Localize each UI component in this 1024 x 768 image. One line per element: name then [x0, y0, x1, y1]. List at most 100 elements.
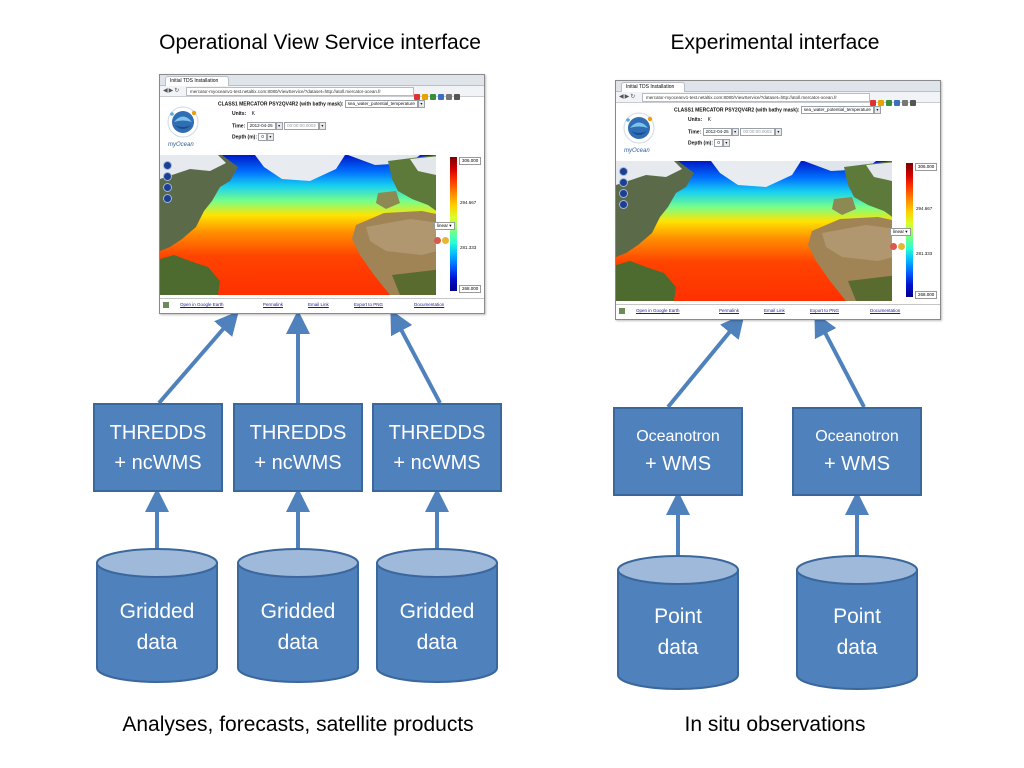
cylinder-gridded-2 [237, 548, 359, 683]
sea-temperature-map[interactable] [616, 161, 940, 301]
arrow-oceanotron1-to-exp [666, 313, 745, 409]
browser-nav-buttons[interactable]: ◀▶↻ [619, 94, 637, 100]
link-permalink[interactable]: Permalink [719, 308, 740, 313]
depth-select[interactable]: 0 [258, 133, 267, 141]
browser-tab-bar: Initial TDS Installation [160, 75, 484, 86]
gridded-data-label-1: Gridded data [97, 596, 217, 658]
map-tool-icons[interactable] [890, 237, 906, 255]
greenland-ice [711, 161, 801, 187]
map-zoom-controls[interactable] [619, 167, 628, 211]
link-export-png[interactable]: Export to PNG [810, 308, 840, 313]
date-dropdown-icon[interactable]: ▾ [275, 122, 283, 130]
url-field[interactable]: mercator-myoceanv1-test.netaltix.com:808… [642, 93, 870, 102]
arrow-thredds1-to-ovs [157, 310, 239, 405]
cylinder-point-1 [617, 555, 739, 690]
gridded-data-label-2: Gridded data [238, 596, 358, 658]
colorbar-mid-value: 294.667 [460, 200, 477, 205]
units-value: K [707, 117, 711, 123]
date-dropdown-icon[interactable]: ▾ [731, 128, 739, 136]
map-zoom-controls[interactable] [163, 161, 172, 205]
screenshot-experimental-interface: Initial TDS Installation ◀▶↻ mercator-my… [615, 80, 941, 320]
units-value: K [251, 111, 255, 117]
link-permalink[interactable]: Permalink [263, 302, 284, 307]
scale-select[interactable]: linear ▾ [434, 222, 455, 230]
north-america-snow [160, 155, 226, 179]
myocean-logo-text: myOcean [168, 142, 194, 148]
browser-nav-buttons[interactable]: ◀▶↻ [163, 88, 181, 94]
units-label: Units: [688, 117, 703, 123]
north-america-landmass [616, 161, 694, 257]
variable-select[interactable]: sea_water_potential_temperature [344, 100, 418, 108]
date-select[interactable]: 2012-04-25 [246, 122, 276, 130]
arrow-oceanotron2-to-exp [814, 312, 866, 408]
colorbar-lower-value: 281.333 [916, 251, 933, 256]
thredds-ncwms-box-3: THREDDS + ncWMS [372, 403, 502, 492]
link-documentation[interactable]: Documentation [414, 302, 445, 307]
dataset-row: CLASS1 MERCATOR PSY2QV4R2 (with bathy ma… [218, 100, 425, 108]
variable-dropdown-icon[interactable]: ▾ [417, 100, 425, 108]
thredds-label: THREDDS [388, 421, 486, 444]
browser-address-bar: ◀▶↻ mercator-myoceanv1-test.netaltix.com… [160, 86, 484, 100]
link-email[interactable]: Email Link [308, 302, 329, 307]
point-data-line2: data [836, 636, 878, 659]
heading-in-situ-observations: In situ observations [684, 713, 866, 736]
colorbar-max-value[interactable]: 306.000 [459, 157, 482, 165]
browser-tab[interactable]: Initial TDS Installation [621, 82, 686, 92]
heading-experimental-interface: Experimental interface [670, 31, 880, 54]
screenshot-footer: Open in Google Earth Permalink Email Lin… [160, 298, 484, 313]
colorbar-max-value[interactable]: 306.000 [915, 163, 938, 171]
link-open-google-earth[interactable]: Open in Google Earth [636, 308, 680, 313]
oceanotron-label: Oceanotron [815, 427, 899, 445]
depth-select[interactable]: 0 [714, 139, 723, 147]
point-data-label-1: Point data [618, 601, 738, 663]
oceanotron-wms-box-2: Oceanotron + WMS [792, 407, 922, 496]
depth-row: Depth (m): 0▾ [232, 133, 274, 141]
time-select[interactable]: 00:00:00.0002 [740, 128, 775, 136]
gridded-data-label-3: Gridded data [377, 596, 497, 658]
screenshot-footer: Open in Google Earth Permalink Email Lin… [616, 304, 940, 319]
cylinder-gridded-3 [376, 548, 498, 683]
north-america-snow [616, 161, 682, 185]
browser-tab-bar: Initial TDS Installation [616, 81, 940, 92]
time-dropdown-icon[interactable]: ▾ [774, 128, 782, 136]
link-documentation[interactable]: Documentation [870, 308, 901, 313]
screenshot-operational-view-service: Initial TDS Installation ◀▶↻ mercator-my… [159, 74, 485, 314]
heading-operational-interface: Operational View Service interface [159, 31, 481, 54]
link-open-google-earth[interactable]: Open in Google Earth [180, 302, 224, 307]
dataset-row: CLASS1 MERCATOR PSY2QV4R2 (with bathy ma… [674, 106, 881, 114]
footer-icon [619, 308, 625, 314]
depth-dropdown-icon[interactable]: ▾ [722, 139, 730, 147]
browser-toolbar-icons[interactable] [412, 87, 460, 100]
depth-label: Depth (m): [232, 134, 257, 141]
units-label: Units: [232, 111, 247, 117]
variable-select[interactable]: sea_water_potential_temperature [800, 106, 874, 114]
heading-gridded-products: Analyses, forecasts, satellite products [122, 713, 474, 736]
point-data-line1: Point [833, 605, 881, 628]
browser-tab[interactable]: Initial TDS Installation [165, 76, 230, 86]
map-tool-icons[interactable] [434, 231, 450, 249]
wms-label: + WMS [644, 452, 712, 475]
colorbar-min-value[interactable]: 268.000 [915, 291, 938, 299]
wms-label: + WMS [823, 452, 891, 475]
browser-toolbar-icons[interactable] [868, 93, 916, 106]
footer-icon [163, 302, 169, 308]
time-label: Time: [688, 129, 702, 136]
myocean-logo [623, 112, 655, 144]
colorbar-min-value[interactable]: 268.000 [459, 285, 482, 293]
gridded-data-line2: data [277, 631, 319, 654]
link-email[interactable]: Email Link [764, 308, 785, 313]
time-dropdown-icon[interactable]: ▾ [318, 122, 326, 130]
link-export-png[interactable]: Export to PNG [354, 302, 384, 307]
colorbar-mid-value: 294.667 [916, 206, 933, 211]
variable-dropdown-icon[interactable]: ▾ [873, 106, 881, 114]
oceanotron-label: Oceanotron [636, 427, 720, 445]
time-select[interactable]: 00:00:00.0002 [284, 122, 319, 130]
gridded-data-line1: Gridded [119, 600, 195, 623]
date-select[interactable]: 2012-04-25 [702, 128, 732, 136]
scale-select[interactable]: linear ▾ [890, 228, 911, 236]
time-row: Time: 2012-04-25▾ 00:00:00.0002▾ [232, 122, 326, 130]
url-field[interactable]: mercator-myoceanv1-test.netaltix.com:808… [186, 87, 414, 96]
depth-dropdown-icon[interactable]: ▾ [266, 133, 274, 141]
depth-row: Depth (m): 0▾ [688, 139, 730, 147]
